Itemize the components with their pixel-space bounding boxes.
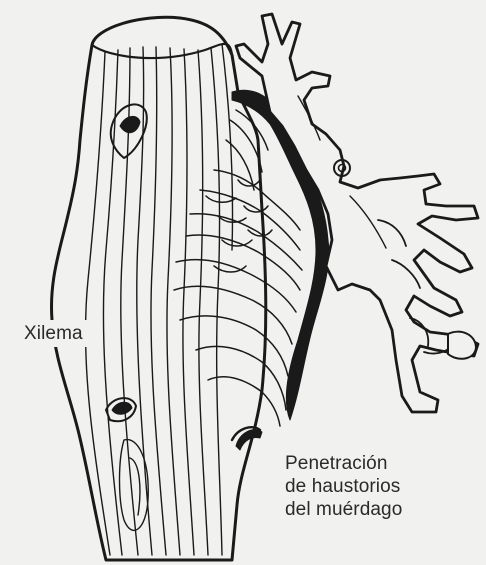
mistletoe-lobe-small bbox=[448, 332, 476, 359]
upper-knot-hole bbox=[120, 116, 140, 132]
haustoria-network bbox=[174, 110, 302, 426]
xylem-label: Xilema bbox=[22, 320, 87, 347]
wood-grain-lines bbox=[85, 44, 232, 555]
haustoria-label-line-2: de haustorios bbox=[285, 475, 402, 498]
haustoria-label-line-3: del muérdago bbox=[285, 498, 402, 521]
haustoria-label: Penetración de haustorios del muérdago bbox=[285, 452, 402, 521]
haustoria-label-line-1: Penetración bbox=[285, 452, 402, 475]
lower-knot-hole bbox=[112, 402, 132, 414]
